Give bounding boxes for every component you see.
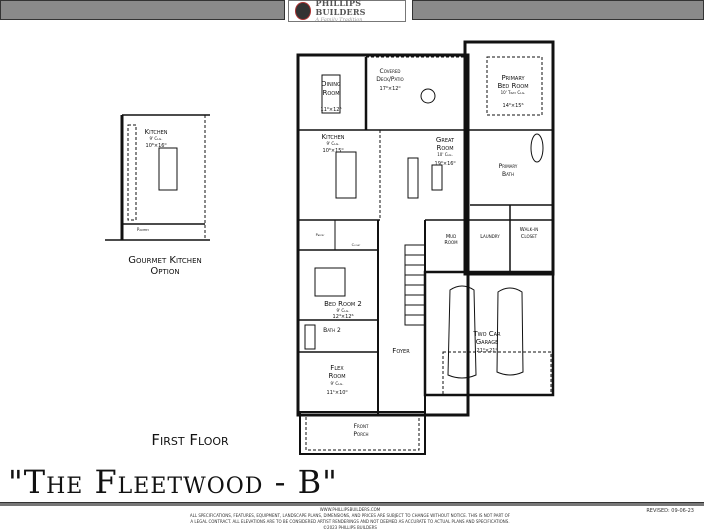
- bedroom2-label: Bed Room 2: [324, 300, 362, 308]
- bedroom2-dims: 12⁴×12⁶: [333, 314, 354, 320]
- front-porch-label: Porch: [353, 431, 368, 438]
- dining-table-icon: [321, 74, 341, 114]
- primary-bath-label: Bath: [502, 171, 514, 178]
- primary-bed-ceiling: 10' Tray Clg.: [501, 90, 526, 95]
- walkin-closet-label: Walk-in: [520, 227, 539, 233]
- great-room-dims: 19⁰×16⁰: [435, 161, 456, 167]
- sofa-icon: [407, 157, 419, 199]
- closet-label: Closet: [352, 243, 362, 247]
- primary-bed-dims: 14⁰×15⁶: [503, 103, 524, 109]
- footer-divider: [0, 502, 704, 506]
- option-kitchen-dims: 10⁶×16⁰: [146, 143, 167, 149]
- foyer-label: Foyer: [392, 347, 410, 355]
- footer-disclaimer: All specifications, features, equipment,…: [189, 513, 511, 518]
- bath2-label: Bath 2: [323, 327, 341, 334]
- logo-tagline: A Family Tradition: [315, 17, 363, 23]
- dining-room-label: Dining: [321, 80, 341, 88]
- plan-title: "The Fleetwood - B": [8, 463, 338, 501]
- option-kitchen-label: Kitchen: [145, 128, 168, 136]
- flex-room-ceiling: 9' Clg.: [331, 381, 344, 386]
- great-room-ceiling: 10' Clg.: [437, 152, 453, 157]
- primary-bath-label: Primary: [499, 163, 518, 170]
- car-icon: [447, 285, 477, 379]
- mud-room-label: Mud: [446, 234, 456, 240]
- flex-room-dims: 11¹×10⁰: [327, 390, 348, 396]
- gourmet-kitchen-title: Option: [150, 266, 179, 277]
- primary-bed-label: Bed Room: [497, 82, 528, 90]
- garage-label: Two Car: [472, 330, 501, 338]
- bed2-icon: [314, 267, 346, 297]
- tub-bath2-icon: [304, 324, 316, 350]
- deck-label: Deck/Patio: [376, 76, 403, 83]
- kitchen-dims: 10⁶×15⁰: [323, 148, 344, 154]
- option-pantry-label: Pantry: [137, 227, 149, 232]
- option-kitchen-ceiling: 9' Clg.: [150, 136, 163, 141]
- garage-dims: 21⁰×21⁰: [477, 348, 498, 354]
- gourmet-kitchen-option-plan: [105, 114, 210, 241]
- flex-room-label: Flex: [330, 364, 344, 372]
- mud-room-label: Room: [444, 240, 458, 246]
- bedroom2-ceiling: 9' Clg.: [337, 308, 350, 313]
- laundry-label: Laundry: [480, 234, 500, 240]
- front-porch-outline: [299, 411, 426, 455]
- pantry-label: Pantry: [316, 233, 325, 237]
- gourmet-kitchen-title: Gourmet Kitchen: [128, 255, 201, 266]
- great-room-label: Great: [436, 136, 455, 144]
- walkin-closet-label: Closet: [521, 234, 538, 240]
- front-porch-label: Front: [354, 423, 369, 430]
- patio-table-icon: [420, 88, 436, 104]
- bathtub-icon: [530, 133, 544, 163]
- kitchen-ceiling: 9' Clg.: [327, 141, 340, 146]
- primary-bed-label: Primary: [501, 74, 525, 82]
- staircase: [404, 244, 426, 326]
- bed-icon: [486, 56, 543, 116]
- dining-room-dims: 11⁰×12⁶: [321, 107, 342, 113]
- footer-disclaimer: a legal contract. All elevations are to …: [190, 519, 510, 524]
- header-bar-left: [0, 0, 285, 20]
- kitchen-label: Kitchen: [322, 133, 345, 141]
- car-icon: [496, 287, 524, 376]
- deck-dims: 17⁰×12⁰: [380, 86, 401, 92]
- logo-name: PHILLIPS BUILDERS: [315, 0, 366, 17]
- builder-logo: PHILLIPS BUILDERS A Family Tradition: [288, 0, 406, 23]
- deck-label: Covered: [380, 68, 401, 75]
- floor-label: First Floor: [151, 431, 229, 449]
- garage-label: Garage: [476, 338, 498, 346]
- footer-url: www.phillipsbuilders.com: [319, 507, 381, 512]
- exterior-wall: [296, 53, 470, 417]
- dining-room-label: Room: [322, 89, 339, 97]
- tree-logo-icon: [295, 2, 312, 20]
- flex-room-label: Room: [328, 372, 345, 380]
- footer-copyright: ©2023 Phillips Builders: [323, 525, 377, 530]
- revised-date: REVISED: 09-06-23: [646, 508, 694, 514]
- kitchen-island-icon: [335, 151, 357, 199]
- coffee-table-icon: [431, 164, 443, 191]
- great-room-label: Room: [436, 144, 453, 152]
- primary-wing-wall: [463, 40, 555, 276]
